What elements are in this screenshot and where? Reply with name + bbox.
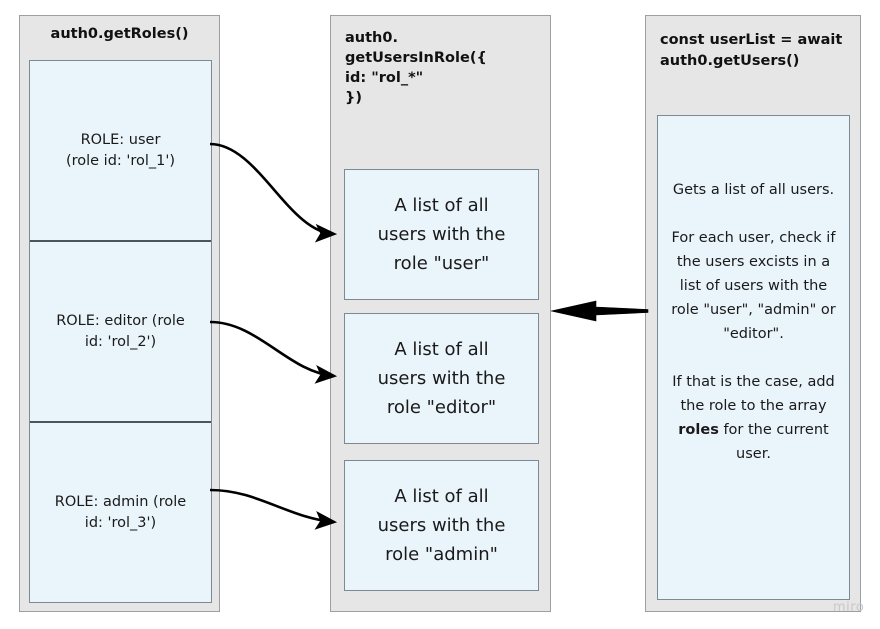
column-get-roles[interactable]: auth0.getRoles() ROLE: user (role id: 'r…	[19, 15, 220, 612]
column-get-users[interactable]: const userList = await auth0.getUsers() …	[645, 15, 861, 612]
note-paragraph-3: If that is the case, add the role to the…	[670, 370, 837, 466]
note-paragraph-3-after: for the current user.	[718, 422, 829, 462]
column-get-roles-title: auth0.getRoles()	[50, 26, 189, 42]
column-get-users-title: const userList = await auth0.getUsers()	[660, 32, 843, 69]
role-cell-editor[interactable]: ROLE: editor (role id: 'rol_2')	[30, 240, 211, 421]
users-list-box-editor[interactable]: A list of all users with the role "edito…	[344, 313, 539, 444]
arrow-role-editor-to-list-editor	[209, 320, 338, 384]
arrow-role-user-to-list-user	[209, 142, 338, 243]
note-roles-keyword: roles	[678, 422, 719, 438]
roles-list: ROLE: user (role id: 'rol_1') ROLE: edit…	[29, 60, 212, 603]
column-get-users-in-role[interactable]: auth0. getUsersInRole({ id: "rol_*" }) A…	[330, 15, 551, 612]
role-cell-user[interactable]: ROLE: user (role id: 'rol_1')	[65, 131, 176, 169]
arrow-role-admin-to-list-admin	[209, 488, 338, 530]
column-get-users-in-role-title: auth0. getUsersInRole({ id: "rol_*" })	[345, 30, 487, 106]
note-paragraph-3-before: If that is the case, add the role to the…	[672, 374, 835, 414]
miro-watermark: miro	[833, 600, 865, 615]
arrow-getusers-to-usersinrole	[550, 300, 649, 322]
get-users-description-note[interactable]: Gets a list of all users. For each user,…	[657, 115, 850, 600]
users-list-box-user[interactable]: A list of all users with the role "user"	[344, 169, 539, 300]
note-paragraph-1: Gets a list of all users.	[672, 182, 835, 198]
role-cell-admin[interactable]: ROLE: admin (role id: 'rol_3')	[30, 421, 211, 602]
users-list-box-admin[interactable]: A list of all users with the role "admin…	[344, 460, 539, 591]
note-paragraph-2: For each user, check if the users excist…	[671, 230, 836, 342]
